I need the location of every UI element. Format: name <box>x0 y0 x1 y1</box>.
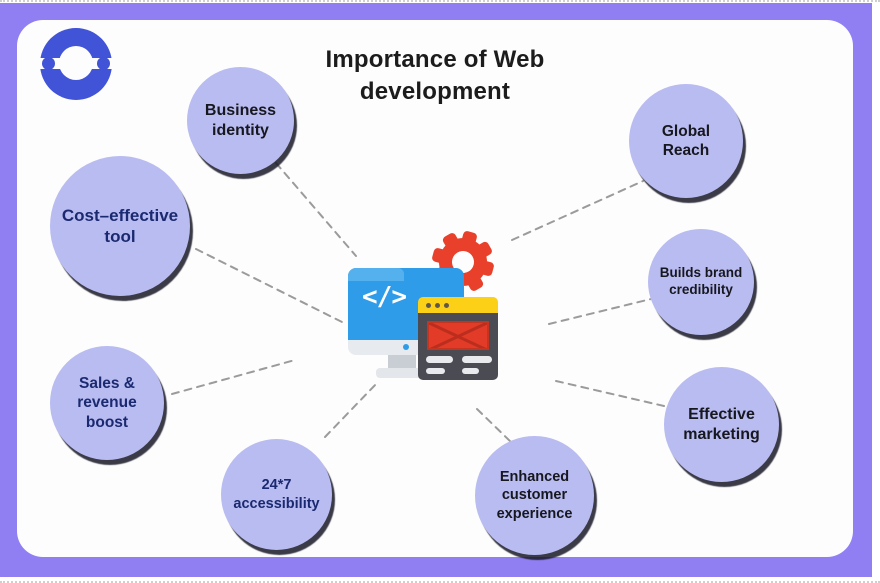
image-placeholder-icon <box>427 321 489 350</box>
browser-dot-icon <box>435 303 440 308</box>
bubble-builds-brand-credibility: Builds brand credibility <box>648 229 754 335</box>
browser-window-icon <box>418 297 498 380</box>
bubble-business-identity: Business identity <box>187 67 294 174</box>
browser-title-bar <box>418 297 498 313</box>
bubble-sales-revenue-boost: Sales & revenue boost <box>50 346 164 460</box>
monitor-screen-tab <box>348 268 404 281</box>
brand-logo-icon <box>38 28 114 100</box>
browser-dot-icon <box>444 303 449 308</box>
content-bar <box>462 368 479 374</box>
monitor-base <box>376 368 432 378</box>
browser-dot-icon <box>426 303 431 308</box>
content-bar <box>462 356 492 363</box>
bubble-24-7-accessibility: 24*7 accessibility <box>221 439 332 550</box>
monitor-stand <box>388 355 416 368</box>
content-bar <box>426 368 445 374</box>
logo-left-dot <box>42 57 55 70</box>
web-development-illustration: </> <box>330 225 510 385</box>
logo-center-hole <box>59 46 93 80</box>
bubble-enhanced-customer-experience: Enhanced customer experience <box>475 436 594 555</box>
top-dotted-border <box>0 0 880 2</box>
bottom-dotted-border <box>0 581 880 583</box>
logo-right-dot <box>97 57 110 70</box>
bubble-global-reach: Global Reach <box>629 84 743 198</box>
page-title: Importance of Web development <box>325 46 545 105</box>
monitor-camera-dot <box>403 344 409 350</box>
code-icon: </> <box>362 282 407 312</box>
bubble-cost-effective-tool: Cost–effective tool <box>50 156 190 296</box>
content-bar <box>426 356 453 363</box>
bubble-effective-marketing: Effective marketing <box>664 367 779 482</box>
